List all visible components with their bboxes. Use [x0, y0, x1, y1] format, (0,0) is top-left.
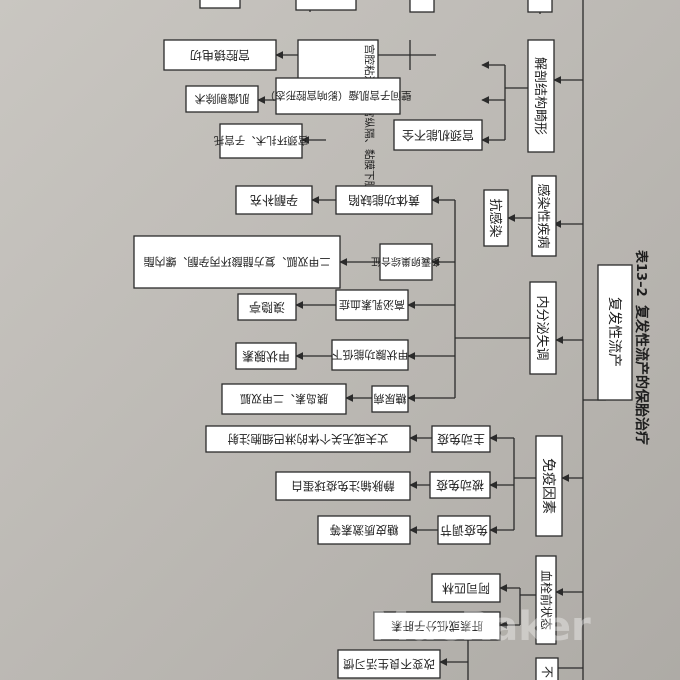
immune-i3-treat: 糖皮质激素等 [317, 515, 411, 545]
endocrine-e2-label: 多囊卵巢综合征 [371, 255, 441, 268]
partial-t1-label: 改变不良生活习惯 [343, 657, 435, 671]
svg-text:宫腔粘连、子宫纵隔、黏膜下肌瘤: 宫腔粘连、子宫纵隔、黏膜下肌瘤 [363, 44, 376, 202]
endocrine-e5: 糖尿病 [371, 385, 409, 413]
cause-immune: 免疫因素 [535, 435, 563, 537]
cause-immune-label: 免疫因素 [540, 458, 556, 514]
infection-treat-label: 抗感染 [487, 198, 503, 237]
anatomy-a1-line1: 宫腔粘连、子宫纵隔、黏膜下肌瘤 [363, 44, 376, 202]
endocrine-e1-treat-label: 孕酮补充 [250, 193, 298, 208]
clipped-box-top-2 [409, 0, 435, 13]
anatomy-a2-label: 壁间子宫肌瘤（影响宫腔形态） [265, 89, 412, 102]
immune-i2-label: 被动免疫 [436, 478, 484, 493]
clipped-box-top-4 [199, 0, 241, 9]
immune-i1-treat: 丈夫或无关个体的淋巴细胞注射 [205, 425, 411, 453]
anatomy-a1-treat: 宫腔镜电切 [163, 39, 277, 71]
clipped-box-top-1 [527, 0, 553, 13]
endocrine-e5-treat-label: 胰岛素、二甲双胍 [240, 392, 328, 406]
immune-i1-treat-label: 丈夫或无关个体的淋巴细胞注射 [227, 432, 388, 446]
immune-i3-treat-label: 糖皮质激素等 [330, 523, 399, 537]
thrombo-t2-label: 肝素或低分子肝素 [391, 619, 483, 633]
endocrine-e2: 多囊卵巢综合征 [371, 243, 441, 281]
anatomy-a3-label: 宫颈机能不全 [402, 128, 474, 143]
root-node-label: 复发性流产 [606, 297, 623, 367]
watermark: MacRaker [370, 604, 591, 650]
endocrine-e3-label: 高泌乳素血症 [339, 298, 405, 312]
thrombo-t2: 肝素或低分子肝素 [373, 611, 501, 641]
endocrine-e4-treat-label: 甲状腺素 [242, 349, 290, 363]
cause-partial: 不 [535, 657, 559, 680]
anatomy-a3-treat: 宫颈环扎术、子宫托 [213, 123, 308, 159]
endocrine-e1-label: 黄体功能缺陷 [348, 193, 420, 208]
root-node: 复发性流产 [597, 264, 633, 401]
partial-t1: 改变不良生活习惯 [337, 649, 441, 679]
cause-anatomy: 解剖结构畸形 [527, 39, 555, 153]
immune-i1-label: 主动免疫 [437, 432, 485, 447]
endocrine-e2-treat: 二甲双胍、复方醋酸环丙孕酮、螺内酯 [133, 235, 341, 289]
endocrine-e2-treat-label: 二甲双胍、复方醋酸环丙孕酮、螺内酯 [144, 255, 331, 269]
cause-thrombo-label: 血栓前状态 [539, 570, 554, 630]
cause-infection-label: 感染性疾病 [535, 183, 551, 248]
immune-i1: 主动免疫 [431, 425, 491, 453]
immune-i3-label: 免疫调节 [440, 523, 488, 538]
anatomy-a3: 宫颈机能不全 [393, 119, 483, 151]
table-title: 复发性流产的保胎治疗 [633, 304, 650, 445]
cause-infection: 感染性疾病 [531, 175, 557, 257]
anatomy-a3-treat-label: 宫颈环扎术、子宫托 [213, 134, 308, 147]
cause-partial-label: 不 [540, 666, 554, 678]
table-number: 表13–2 [633, 249, 649, 297]
immune-i3: 免疫调节 [437, 515, 491, 545]
endocrine-e5-label: 糖尿病 [374, 392, 407, 406]
endocrine-e1: 黄体功能缺陷 [335, 185, 433, 215]
endocrine-e1-treat: 孕酮补充 [235, 185, 313, 215]
cause-anatomy-label: 解剖结构畸形 [532, 57, 547, 135]
clipped-box-top-3 [295, 0, 357, 11]
endocrine-e5-treat: 胰岛素、二甲双胍 [221, 383, 347, 415]
endocrine-e3-treat: 溴隐亭 [237, 293, 297, 321]
cause-endocrine: 内分泌失调 [529, 281, 557, 375]
endocrine-e4-label: 甲状腺功能低下 [332, 348, 409, 362]
anatomy-a1-treat-label: 宫腔镜电切 [190, 48, 250, 63]
thrombo-t1-label: 阿司匹林 [442, 581, 490, 595]
immune-i2-treat-label: 静脉输注免疫球蛋白 [291, 479, 395, 493]
endocrine-e4-treat: 甲状腺素 [235, 342, 297, 370]
cause-endocrine-label: 内分泌失调 [534, 295, 550, 360]
cause-thrombo: 血栓前状态 [535, 555, 557, 645]
endocrine-e3-treat-label: 溴隐亭 [249, 300, 285, 315]
anatomy-a2-treat-label: 肌瘤剔除术 [195, 92, 250, 106]
endocrine-e3: 高泌乳素血症 [335, 289, 409, 321]
infection-treat: 抗感染 [483, 189, 509, 247]
immune-i2: 被动免疫 [429, 471, 491, 499]
thrombo-t1: 阿司匹林 [431, 573, 501, 603]
endocrine-e4: 甲状腺功能低下 [331, 339, 409, 371]
anatomy-a2: 壁间子宫肌瘤（影响宫腔形态） [265, 77, 412, 115]
immune-i2-treat: 静脉输注免疫球蛋白 [275, 471, 411, 501]
anatomy-a2-treat: 肌瘤剔除术 [185, 85, 259, 113]
anatomy-a1: 宫腔粘连、子宫纵隔、黏膜下肌瘤 [297, 39, 379, 202]
